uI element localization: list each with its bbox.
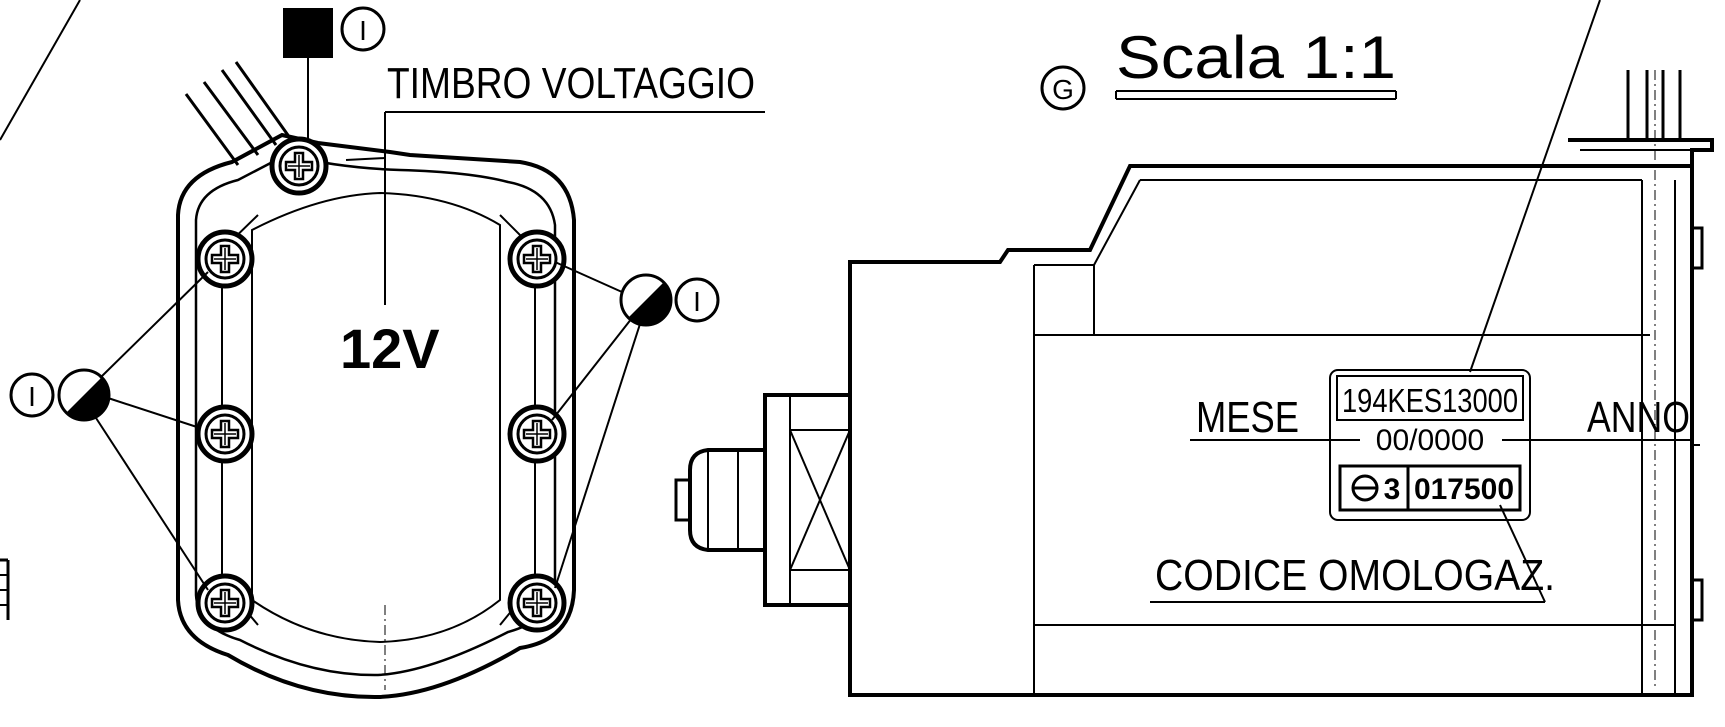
right-marker: I <box>551 261 720 589</box>
solid-square-marker-icon <box>283 8 333 58</box>
marker-left-letter: I <box>28 381 36 412</box>
rating-label: 194KES13000 00/0000 3 017500 <box>1329 369 1531 521</box>
circled-letter-icon <box>1040 65 1086 111</box>
date-code: 00/0000 <box>1376 424 1484 457</box>
phillips-screw-icon <box>198 407 252 461</box>
part-code: 194KES13000 <box>1342 382 1518 419</box>
marker-top-letter: I <box>359 15 367 46</box>
voltage-stamp-label: TIMBRO VOLTAGGIO <box>387 59 755 108</box>
half-filled-circle-marker-icon <box>57 368 111 422</box>
approval-e-mark-icon <box>1351 474 1379 502</box>
marker-right-letter: I <box>693 286 701 317</box>
circled-letter-icon <box>674 277 720 323</box>
phillips-screw-icon <box>510 232 564 286</box>
circled-letter-icon <box>340 6 386 52</box>
circled-letter-icon <box>9 372 55 418</box>
top-marker: I <box>283 6 386 142</box>
voltage-stamp-callout: TIMBRO VOLTAGGIO <box>345 59 765 305</box>
gasket-line <box>251 191 501 644</box>
scale-label: Scala 1:1 <box>1116 24 1396 91</box>
phillips-screw-icon <box>272 139 326 193</box>
left-edge-fragment <box>0 0 81 620</box>
left-marker: I <box>9 271 209 591</box>
approval-code-callout: CODICE OMOLOGAZ. <box>1150 504 1555 603</box>
scale-marker-letter: G <box>1052 74 1074 105</box>
cable <box>184 61 292 166</box>
half-filled-circle-marker-icon <box>619 273 673 327</box>
cover-plate <box>176 61 576 700</box>
month-label: MESE <box>1196 393 1299 442</box>
motor-body-outline <box>848 164 1694 697</box>
approval-number: 017500 <box>1414 473 1514 506</box>
phillips-screw-icon <box>198 232 252 286</box>
motor-shaft <box>674 393 852 607</box>
motor-side-view <box>848 70 1714 697</box>
phillips-screw-icon <box>198 576 252 630</box>
cover-outline <box>176 132 576 700</box>
year-label: ANNO <box>1587 393 1690 442</box>
approval-code-label: CODICE OMOLOGAZ. <box>1155 551 1555 600</box>
scale-note: G Scala 1:1 <box>1040 24 1397 111</box>
approval-prefix: 3 <box>1384 473 1401 506</box>
voltage-value: 12V <box>340 317 440 380</box>
date-callout: MESE ANNO <box>1190 393 1692 442</box>
